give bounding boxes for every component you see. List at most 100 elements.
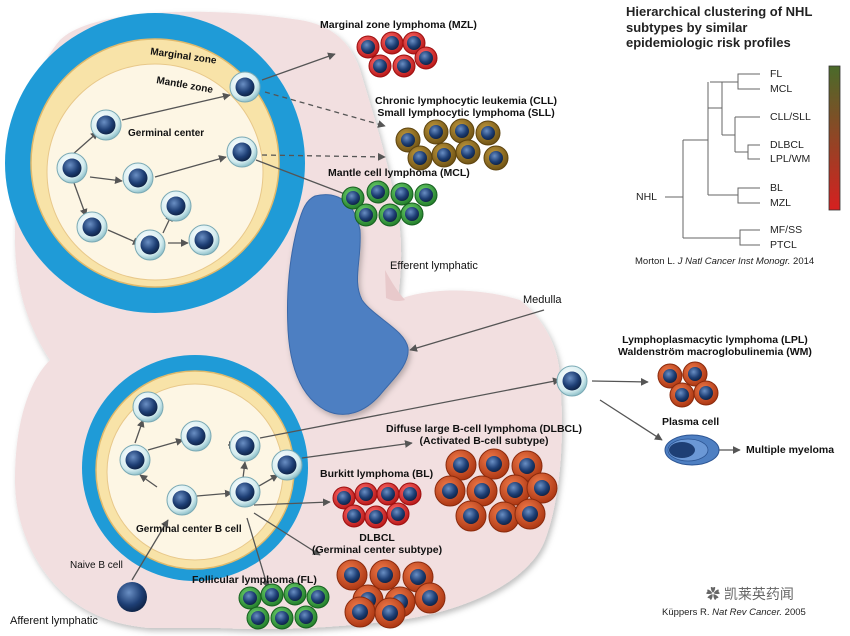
cll-label-line-2: Small lymphocytic lymphoma (SLL) [377,107,555,120]
citation-kuppers-year: 2005 [782,607,806,618]
dendrogram-title: Hierarchical clustering of NHL subtypes … [626,4,812,51]
fl-cluster-cell [246,606,270,630]
fl-cluster-cell [294,605,318,629]
title-line-3: epidemiologic risk profiles [626,35,791,51]
tree-label-fl: FL [770,68,783,80]
normal-cell [556,365,588,397]
dlbcl-gc-cluster-cell [344,596,376,628]
label-arrows [409,309,545,352]
dlbcl-abc-cluster-cell [445,449,477,481]
normal-cell [122,162,154,194]
normal-cell [180,420,212,452]
dlbcl-gc-cluster [336,559,446,629]
arrows-lower [131,377,741,589]
fl-cluster-cell [283,582,307,606]
dashed-arrows [261,91,386,161]
mcl-cluster-cell [414,183,438,207]
mcl-cluster-cell [366,180,390,204]
mzl-cluster-cell [380,31,404,55]
tree-label-lpl-wm: LPL/WM [770,153,811,165]
title-line-2: subtypes by similar [626,19,748,35]
bl-label: Burkitt lymphoma (BL) [320,468,434,480]
mzl-cluster-cell [368,54,392,78]
tree-label-mf-ss: MF/SS [770,224,803,236]
mzl-cluster-cell [392,54,416,78]
cll-cluster [395,118,509,171]
mzl-cluster-cell [414,46,438,70]
lpl-cluster-cell [669,382,695,408]
cll-sll-label: Chronic lymphocytic leukemia (CLL) Small… [375,95,557,119]
citation-kuppers-journal: Nat Rev Cancer. [712,607,783,618]
normal-cells [56,71,588,516]
tree-label-nhl: NHL [636,191,658,203]
dlbcl-abc-cluster-cell [514,498,546,530]
fl-cluster-cell [260,583,284,607]
dlbcl-abc-cluster-cell [455,500,487,532]
dlbcl-abc-label: Diffuse large B-cell lymphoma (DLBCL) (A… [386,423,582,447]
watermark: ✿ 凯莱英药闻 [706,584,794,604]
bl-cluster-cell [354,482,378,506]
risk-gradient-bar [828,65,841,211]
normal-cell [229,476,261,508]
wechat-icon: ✿ [706,586,720,602]
lymphoma-clusters [238,31,719,630]
dlbcl-gc-line-2: (Germinal center subtype) [312,544,443,557]
normal-cell [119,444,151,476]
mcl-cluster [341,180,438,227]
dlbcl-abc-cluster-cell [478,448,510,480]
dlbcl-abc-cluster-cell [526,472,558,504]
mcl-cluster-cell [400,202,424,226]
dlbcl-abc-cluster-cell [488,501,520,533]
dlbcl-gc-label: DLBCL (Germinal center subtype) [312,532,442,556]
citation-kuppers-author: Küppers R. [662,607,713,618]
mzl-cluster-cell [356,35,380,59]
mzl-cluster-cell [402,31,426,55]
lpl-label-line-1: Lymphoplasmacytic lymphoma (LPL) [622,334,808,346]
citation-morton-year: 2014 [790,256,815,267]
cll-cluster-cell [395,127,421,153]
mzl-cluster [356,31,438,78]
efferent-lymphatic-notch [385,270,405,302]
lpl-cluster-cell [657,363,683,389]
mcl-cluster-cell [341,186,365,210]
dlbcl-abc-cluster-cell [511,450,543,482]
dlbcl-abc-cluster-cell [466,475,498,507]
germinal-center-b-cell-label: Germinal center B cell [136,524,242,535]
multiple-myeloma-label: Multiple myeloma [746,444,835,456]
dlbcl-gc-cluster-cell [336,559,368,591]
medulla [286,194,409,415]
cll-cluster-cell [475,120,501,146]
germinal-center-label: Germinal center [128,128,205,139]
dendrogram [665,73,760,246]
normal-cell [134,229,166,261]
dlbcl-abc-cluster [434,448,558,533]
plasma-cell-label: Plasma cell [662,416,720,428]
bl-cluster-cell [332,486,356,510]
dlbcl-abc-line-1: Diffuse large B-cell lymphoma (DLBCL) [386,423,583,435]
citation-kuppers: Küppers R. Nat Rev Cancer. 2005 [662,607,806,618]
normal-cell [76,211,108,243]
cll-cluster-cell [483,145,509,171]
normal-cell [90,109,122,141]
afferent-lymphatic-label: Afferent lymphatic [10,615,98,627]
bl-cluster-cell [376,482,400,506]
watermark-text: 凯莱英药闻 [723,586,794,602]
lpl-label-line-2: Waldenström macroglobulinemia (WM) [618,346,812,359]
normal-cell [271,449,303,481]
cll-label-line-1: Chronic lymphocytic leukemia (CLL) [375,95,558,107]
dlbcl-abc-line-2: (Activated B-cell subtype) [419,435,549,448]
normal-cell [160,190,192,222]
bl-cluster [332,482,422,529]
plasma-cell [664,434,720,466]
cll-cluster-cell [423,119,449,145]
arrows-upper [71,52,351,247]
naive-b-cell [117,582,147,612]
cll-cluster-cell [455,139,481,165]
citation-morton-journal: J Natl Cancer Inst Monogr. [677,256,791,267]
tree-label-cll-sll: CLL/SLL [770,111,811,123]
normal-cell [226,136,258,168]
tree-label-bl: BL [770,182,783,194]
fl-cluster-cell [306,585,330,609]
efferent-lymphatic-label: Efferent lymphatic [390,260,478,272]
